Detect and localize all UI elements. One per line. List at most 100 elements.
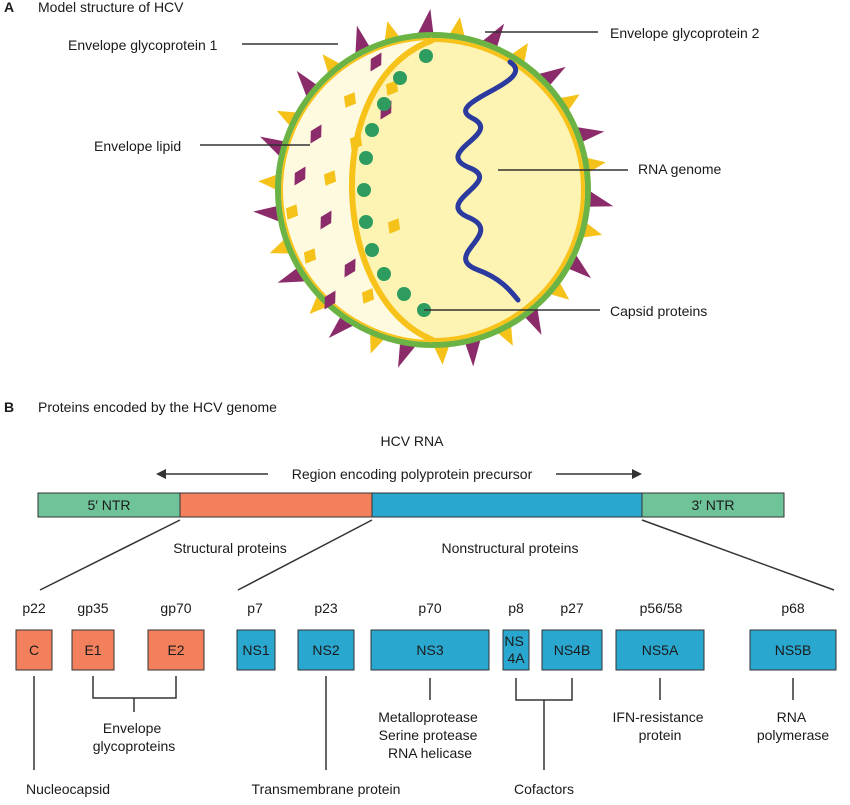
lipid-diamond-purple — [294, 166, 306, 186]
glycoprotein-2-spike — [585, 188, 614, 207]
lipid-diamond-purple — [320, 210, 332, 230]
label-envelope-gp2: Envelope glycoprotein 2 — [610, 25, 760, 41]
rnapol-line-1: RNA — [777, 709, 807, 725]
protein-name-e1: E1 — [84, 642, 101, 658]
label-rna-genome: RNA genome — [638, 161, 721, 177]
capsid-protein-dot — [365, 243, 379, 257]
capsid-protein-dot — [357, 183, 371, 197]
size-e1: gp35 — [77, 600, 108, 616]
panel-a-letter: A — [4, 0, 14, 15]
capsid-protein-dot — [365, 123, 379, 137]
ns3-fn-line-3: RNA helicase — [388, 745, 472, 761]
function-ifn-resistance: IFN-resistance protein — [613, 709, 708, 743]
size-ns5b: p68 — [781, 600, 805, 616]
lipid-diamond-purple — [310, 124, 322, 144]
capsid-dots — [357, 49, 433, 317]
size-ns2: p23 — [314, 600, 338, 616]
glycoprotein-2-spike — [253, 205, 284, 224]
hcv-rna-label: HCV RNA — [380, 433, 444, 449]
capsid-protein-dot — [359, 151, 373, 165]
size-ns4a: p8 — [508, 600, 524, 616]
function-cofactors: Cofactors — [514, 781, 574, 797]
label-envelope-lipid: Envelope lipid — [94, 138, 181, 154]
segment-structural — [179, 492, 373, 518]
lipid-glycoproteins — [285, 52, 401, 310]
lipid-diamond-yellow — [303, 248, 317, 264]
protein-box-ns3 — [370, 629, 490, 671]
capsid-protein-dot — [359, 215, 373, 229]
arrowhead-right-icon — [632, 469, 642, 479]
connector-envelope — [92, 676, 177, 712]
expand-line-3 — [641, 519, 835, 591]
protein-box-c — [15, 629, 53, 671]
protein-name-ns5a: NS5A — [642, 642, 679, 658]
capsid-shell — [349, 37, 435, 343]
envelope-lipid-region — [283, 40, 433, 340]
protein-name-ns4a: NS 4A — [504, 633, 527, 666]
connector-cofactors — [515, 678, 573, 770]
lipid-diamond-yellow — [349, 134, 363, 150]
lipid-diamond-yellow — [323, 170, 337, 186]
protein-name-e2: E2 — [167, 642, 184, 658]
size-e2: gp70 — [160, 600, 191, 616]
envelope-gp-line-2: glycoproteins — [93, 738, 176, 754]
segment-nonstructural — [371, 492, 643, 518]
protein-name-ns5b: NS5B — [775, 642, 812, 658]
segment-3ntr — [641, 492, 785, 518]
size-ns5a: p56/58 — [640, 600, 683, 616]
lipid-diamond-purple — [344, 258, 356, 278]
ifn-line-2: protein — [639, 727, 682, 743]
protein-name-c: C — [29, 642, 39, 658]
function-ns3: Metalloprotease Serine protease RNA heli… — [378, 709, 482, 761]
lipid-diamond-yellow — [387, 218, 401, 234]
glycoprotein-1-spike — [322, 54, 344, 78]
label-envelope-gp1: Envelope glycoprotein 1 — [68, 37, 218, 53]
lipid-diamond-purple — [370, 52, 382, 72]
glycoprotein-2-spike — [415, 9, 434, 39]
ns3-fn-line-2: Serine protease — [379, 727, 478, 743]
capsid-protein-dot — [377, 97, 391, 111]
nonstructural-proteins-label: Nonstructural proteins — [442, 540, 579, 556]
capsid-protein-dot — [419, 49, 433, 63]
panel-a-title: Model structure of HCV — [38, 0, 184, 15]
lipid-diamond-yellow — [361, 288, 375, 304]
lipid-diamond-yellow — [343, 92, 357, 108]
function-nucleocapsid: Nucleocapsid — [26, 781, 110, 797]
rnapol-line-2: polymerase — [757, 727, 830, 743]
lipid-diamond-yellow — [285, 204, 299, 220]
protein-box-ns5b — [749, 629, 837, 671]
protein-name-ns4b: NS4B — [554, 642, 591, 658]
label-capsid-proteins: Capsid proteins — [610, 303, 707, 319]
region-label: Region encoding polyprotein precursor — [292, 466, 533, 482]
panel-b-letter: B — [4, 399, 14, 415]
envelope-gp-line-1: Envelope — [103, 720, 162, 736]
ns4a-line-2: 4A — [507, 650, 525, 666]
protein-box-ns5a — [615, 629, 705, 671]
label-3ntr: 3′ NTR — [691, 497, 734, 513]
protein-box-ns4b — [541, 629, 603, 671]
arrowhead-left-icon — [156, 469, 166, 479]
lipid-diamond-yellow — [385, 80, 399, 96]
protein-box-ns2 — [297, 629, 355, 671]
protein-box-e1 — [71, 629, 115, 671]
panel-b-title: Proteins encoded by the HCV genome — [38, 399, 277, 415]
glycoprotein-1-spike — [309, 291, 332, 315]
protein-name-ns1: NS1 — [242, 642, 269, 658]
ns3-fn-line-1: Metalloprotease — [378, 709, 478, 725]
protein-box-ns1 — [236, 629, 276, 671]
protein-name-ns2: NS2 — [312, 642, 339, 658]
glycoprotein-1-spike — [546, 278, 570, 300]
function-transmembrane: Transmembrane protein — [252, 781, 401, 797]
size-ns1: p7 — [247, 600, 263, 616]
size-ns3: p70 — [418, 600, 442, 616]
protein-box-ns4a — [502, 629, 530, 671]
expand-line-2 — [237, 519, 373, 591]
structural-proteins-label: Structural proteins — [173, 540, 287, 556]
size-ns4b: p27 — [560, 600, 584, 616]
capsid-protein-dot — [393, 71, 407, 85]
function-envelope-glycoproteins: Envelope glycoproteins — [93, 720, 176, 754]
capsid-protein-dot — [377, 267, 391, 281]
label-5ntr: 5′ NTR — [87, 497, 130, 513]
